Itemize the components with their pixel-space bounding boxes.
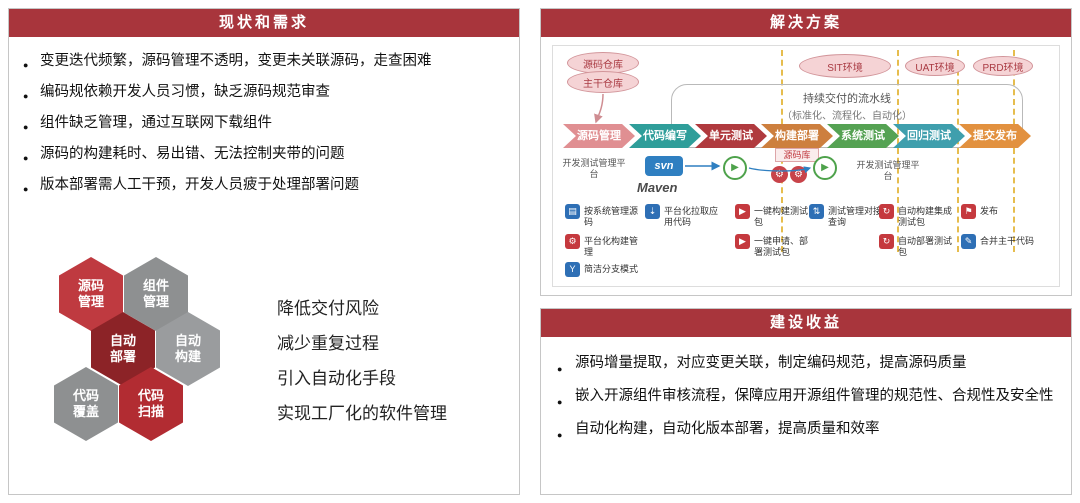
stage-divider (957, 50, 959, 252)
pull-code-icon: ⇣ (645, 204, 660, 219)
feature-label: 一键申请、部署测试包 (754, 236, 809, 257)
bullet-item: 嵌入开源组件审核流程，保障应用开源组件管理的规范性、合规性及安全性 (557, 384, 1055, 414)
goal-item: 引入自动化手段 (277, 369, 396, 388)
goal-item: 减少重复过程 (277, 334, 379, 353)
solution-panel: 解决方案 源码仓库 主干仓库 SIT环境 UAT环境 PRD环境 持续交付的流水… (540, 8, 1072, 296)
one-click-build-icon: ▶ (735, 204, 750, 219)
feature-item: ↻ 自动部署测试包 (879, 234, 955, 258)
feature-item: ⚙ 平台化构建管理 (565, 234, 641, 258)
banner-line2: （标准化、流程化、自动化） (782, 111, 912, 122)
dev-test-platform-label-left: 开发测试管理平台 (562, 158, 626, 179)
feature-item: Y 简洁分支模式 (565, 262, 641, 277)
hexagon-cluster: 源码 管理 组件 管理 自动 部署 自动 构建 代码 覆盖 代码 扫描 (33, 257, 243, 447)
feature-label: 平台化构建管理 (584, 236, 639, 257)
pipeline-stage: 系统测试 (827, 124, 899, 148)
bullet-item: 组件缺乏管理，通过互联网下载组件 (23, 113, 505, 137)
feature-item: ▶ 一键申请、部署测试包 (735, 234, 811, 258)
banner-line1: 持续交付的流水线 (803, 93, 891, 105)
goal-list: 降低交付风险 减少重复过程 引入自动化手段 实现工厂化的软件管理 (277, 299, 447, 439)
auto-deploy-icon: ↻ (879, 234, 894, 249)
source-library-tag: 源码库 (775, 148, 819, 162)
solution-title: 解决方案 (541, 9, 1071, 37)
bullet-item: 编码规依赖开发人员习惯，缺乏源码规范审查 (23, 82, 505, 106)
pipeline-stage: 源码管理 (563, 124, 635, 148)
bullet-item: 自动化构建，自动化版本部署，提高质量和效率 (557, 417, 1055, 447)
system-grid-icon: ▤ (565, 204, 580, 219)
current-status-panel: 现状和需求 变更迭代频繁，源码管理不透明，变更未关联源码，走查困难 编码规依赖开… (8, 8, 520, 495)
feature-label: 简洁分支模式 (584, 264, 639, 274)
feature-item: ⚑ 发布 (961, 204, 1037, 219)
feature-label: 平台化拉取应用代码 (664, 206, 719, 227)
feature-label: 发布 (980, 206, 999, 216)
feature-item: ⇣ 平台化拉取应用代码 (645, 204, 721, 228)
code-coverage-hexagon: 代码 覆盖 (54, 367, 118, 441)
pipeline-stage: 代码编写 (629, 124, 701, 148)
benefits-bullet-list: 源码增量提取，对应变更关联，制定编码规范，提高源码质量 嵌入开源组件审核流程，保… (541, 351, 1071, 447)
release-flag-icon: ⚑ (961, 204, 976, 219)
pipeline-diagram: 源码仓库 主干仓库 SIT环境 UAT环境 PRD环境 持续交付的流水线 （标准… (552, 45, 1060, 287)
sit-env-oval: SIT环境 (799, 54, 891, 78)
feature-label: 自动构建集成测试包 (898, 206, 953, 227)
bullet-item: 版本部署需人工干预，开发人员疲于处理部署问题 (23, 175, 505, 199)
branch-model-icon: Y (565, 262, 580, 277)
benefits-panel: 建设收益 源码增量提取，对应变更关联，制定编码规范，提高源码质量 嵌入开源组件审… (540, 308, 1072, 495)
pipeline-stage: 构建部署 (761, 124, 833, 148)
current-status-bullet-list: 变更迭代频繁，源码管理不透明，变更未关联源码，走查困难 编码规依赖开发人员习惯，… (9, 51, 519, 199)
feature-item: ⇅ 测试管理对接查询 (809, 204, 885, 228)
prd-env-oval: PRD环境 (973, 56, 1033, 76)
maven-logo: Maven (637, 180, 678, 195)
feature-item: ▶ 一键构建测试包 (735, 204, 811, 228)
uat-env-oval: UAT环境 (905, 56, 965, 76)
one-click-deploy-icon: ▶ (735, 234, 750, 249)
feature-label: 按系统管理源码 (584, 206, 639, 227)
auto-build-hexagon: 自动 构建 (156, 312, 220, 386)
feature-item: ▤ 按系统管理源码 (565, 204, 641, 228)
feature-label: 自动部署测试包 (898, 236, 953, 257)
play-icon: ▶ (813, 156, 837, 180)
dev-test-platform-label-right: 开发测试管理平台 (856, 160, 920, 181)
bullet-item: 变更迭代频繁，源码管理不透明，变更未关联源码，走查困难 (23, 51, 505, 75)
gear-icon: ⚙ (771, 166, 788, 183)
goal-item: 降低交付风险 (277, 299, 379, 318)
current-status-title: 现状和需求 (9, 9, 519, 37)
merge-trunk-icon: ✎ (961, 234, 976, 249)
source-management-hexagon: 源码 管理 (59, 257, 123, 331)
feature-label: 合并主干代码 (980, 236, 1035, 246)
bullet-item: 源码的构建耗时、易出错、无法控制夹带的问题 (23, 144, 505, 168)
stage-divider (897, 50, 899, 252)
feature-label: 测试管理对接查询 (828, 206, 883, 227)
feature-item: ✎ 合并主干代码 (961, 234, 1037, 249)
trunk-repo-oval: 主干仓库 (567, 71, 639, 93)
build-mgmt-gear-icon: ⚙ (565, 234, 580, 249)
play-icon: ▶ (723, 156, 747, 180)
feature-item: ↻ 自动构建集成测试包 (879, 204, 955, 228)
auto-build-icon: ↻ (879, 204, 894, 219)
benefits-title: 建设收益 (541, 309, 1071, 337)
bullet-item: 源码增量提取，对应变更关联，制定编码规范，提高源码质量 (557, 351, 1055, 381)
test-mgmt-link-icon: ⇅ (809, 204, 824, 219)
svn-logo: svn (645, 156, 683, 176)
code-scan-hexagon: 代码 扫描 (119, 367, 183, 441)
stage-divider (1013, 50, 1015, 252)
gear-icon: ⚙ (790, 166, 807, 183)
goal-item: 实现工厂化的软件管理 (277, 404, 447, 423)
feature-label: 一键构建测试包 (754, 206, 809, 227)
